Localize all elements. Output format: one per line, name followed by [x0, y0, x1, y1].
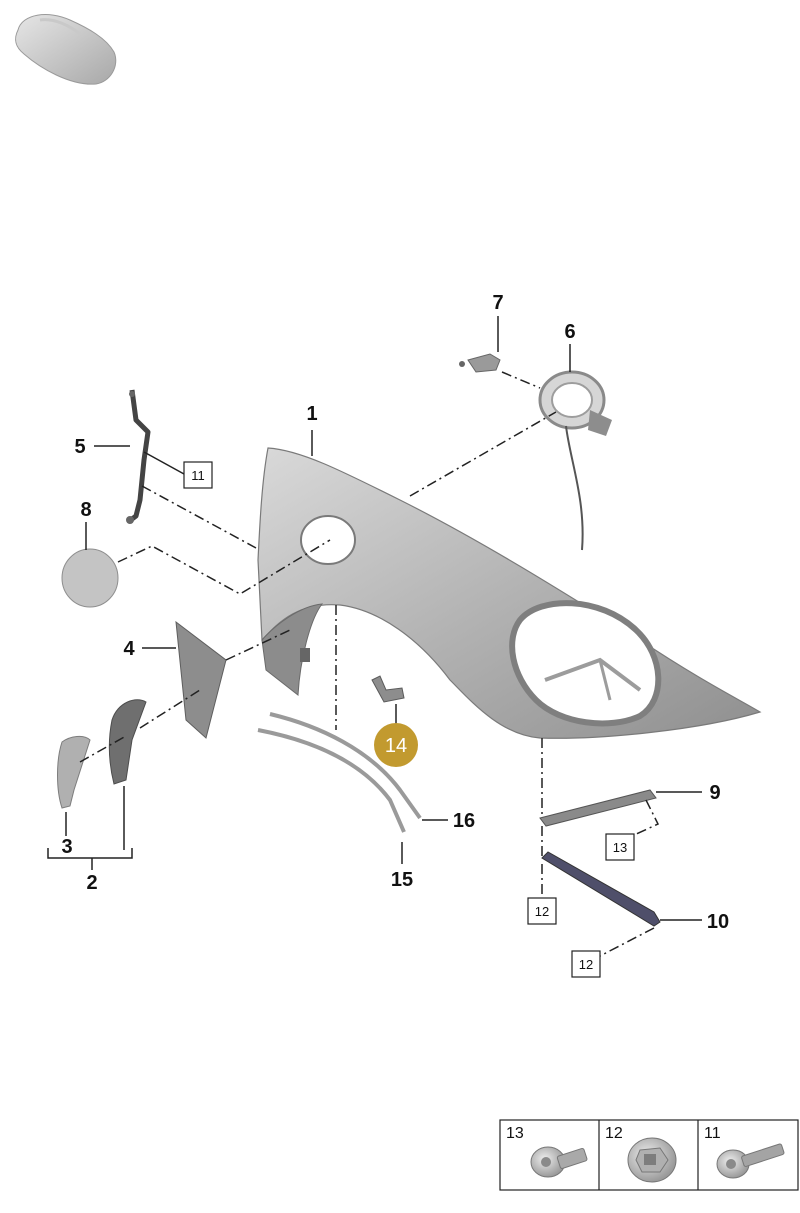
highlighted-part-14[interactable]: 14: [374, 723, 418, 767]
label-part-3[interactable]: 3: [61, 836, 72, 858]
filler-cover-part-8[interactable]: [61, 548, 119, 608]
label-part-16[interactable]: 16: [453, 810, 475, 832]
label-part-6[interactable]: 6: [564, 321, 575, 343]
clip-part-14[interactable]: [371, 675, 405, 703]
screw-bolt-icon: [716, 1143, 785, 1179]
seal-part-16[interactable]: [269, 712, 422, 820]
support-bar-part-9[interactable]: [539, 789, 657, 827]
svg-text:11: 11: [704, 1125, 721, 1142]
svg-text:13: 13: [613, 840, 627, 855]
label-part-4[interactable]: 4: [123, 638, 135, 660]
liner-part-4[interactable]: [175, 620, 227, 739]
trim-part-3[interactable]: [57, 735, 91, 809]
legend-cell-13[interactable]: 13: [506, 1125, 588, 1178]
label-part-7[interactable]: 7: [492, 292, 503, 314]
fuel-door-housing-part-6[interactable]: [538, 370, 612, 551]
label-part-8[interactable]: 8: [80, 499, 91, 521]
label-part-9[interactable]: 9: [709, 782, 720, 804]
svg-text:12: 12: [579, 957, 593, 972]
seal-part-15[interactable]: [257, 728, 406, 833]
ref-box-11[interactable]: 11: [183, 461, 213, 489]
label-part-5[interactable]: 5: [74, 436, 85, 458]
legend-cell-12[interactable]: 12: [605, 1125, 677, 1183]
vehicle-thumbnail-icon: [15, 14, 117, 85]
legend-cell-11[interactable]: 11: [704, 1125, 785, 1179]
svg-text:12: 12: [535, 904, 549, 919]
leader-lines: [47, 316, 702, 921]
ref-box-13[interactable]: 13: [605, 833, 635, 861]
fastener-legend: 13 12 11: [499, 1119, 799, 1191]
fender-part[interactable]: [257, 447, 762, 739]
assembly-lines: [79, 371, 660, 957]
trim-part-2[interactable]: [108, 699, 147, 785]
flange-bolt-icon: [530, 1146, 588, 1178]
label-part-1[interactable]: 1: [306, 403, 317, 425]
svg-text:12: 12: [605, 1125, 623, 1142]
svg-text:13: 13: [506, 1125, 524, 1142]
label-part-2[interactable]: 2: [86, 872, 97, 894]
ref-box-12-lower[interactable]: 12: [571, 950, 601, 978]
svg-text:11: 11: [191, 468, 205, 483]
flange-nut-icon: [627, 1137, 677, 1183]
label-part-14: 14: [385, 735, 407, 757]
support-bar-part-10[interactable]: [541, 851, 661, 927]
label-part-10[interactable]: 10: [707, 911, 729, 933]
label-part-15[interactable]: 15: [391, 869, 413, 891]
bracket-part-5[interactable]: [126, 389, 151, 524]
actuator-part-7[interactable]: [459, 353, 501, 373]
ref-box-12-upper[interactable]: 12: [527, 897, 557, 925]
